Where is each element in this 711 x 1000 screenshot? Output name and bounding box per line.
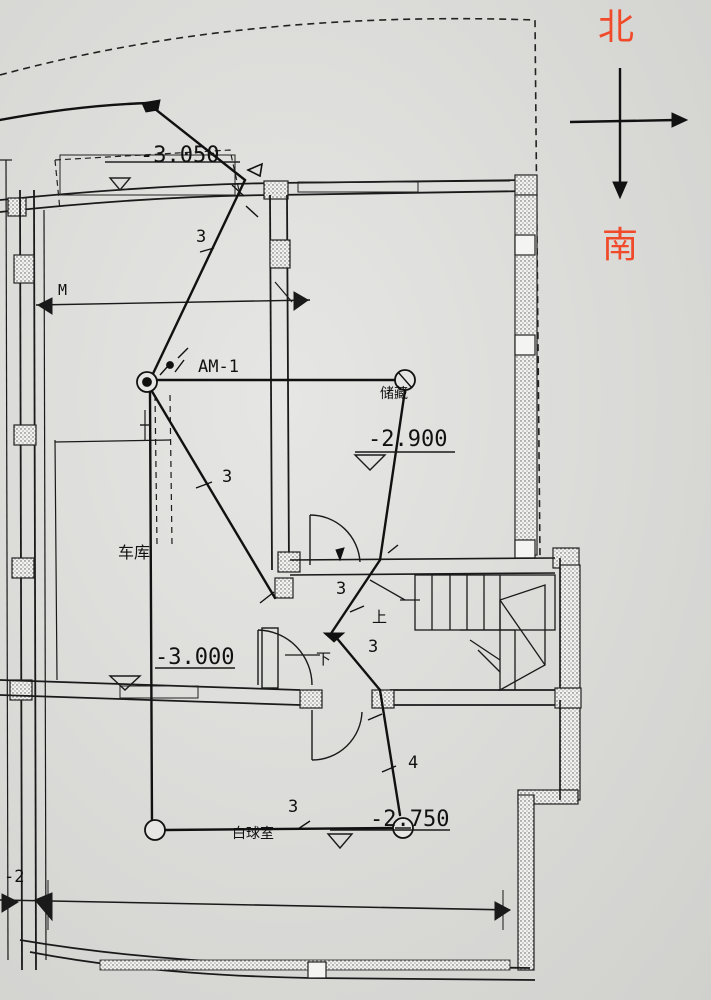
wall-posts-top: [7, 174, 538, 217]
dashed-boundary: [0, 17, 541, 561]
room-lamp-label: 储藏: [380, 386, 408, 402]
interior-posts: [269, 239, 301, 599]
level-stair-hall-label: -2.900: [368, 427, 447, 452]
bottom-window-strip: [99, 959, 511, 971]
level-top-left-label: -3.050: [140, 143, 219, 168]
panel-label: AM-1: [198, 357, 239, 377]
bay-window-frame: [59, 154, 236, 196]
doors: [257, 514, 363, 761]
wiring: [0, 101, 407, 832]
stair-up-label: 上: [372, 608, 387, 626]
right-wall-blocks: [514, 234, 536, 559]
level-triangle-top: [108, 177, 132, 192]
cable-count-c: 3: [336, 579, 346, 599]
room-garage-label: 车库: [118, 543, 150, 562]
staircase: [400, 574, 556, 692]
mark-m-label: M: [58, 281, 67, 299]
cable-count-e: 3: [288, 797, 298, 817]
top-window: [297, 181, 419, 193]
level-marks: [108, 424, 455, 850]
wire-ticks: [159, 184, 399, 830]
left-walls: [0, 159, 47, 971]
cable-count-f: 4: [408, 753, 418, 773]
cable-count-b: 3: [222, 467, 232, 487]
cable-count-a: 3: [196, 227, 206, 247]
dimension-line-bottom: [0, 880, 511, 930]
mark-2-label: -2: [4, 867, 24, 887]
stair-down-label: 下: [316, 650, 331, 668]
middle-walls: [289, 557, 561, 690]
level-bottom-label: -2.750: [370, 807, 449, 832]
wall-lamps: [141, 99, 346, 643]
bottom-post: [307, 961, 327, 979]
middle-curved-wall: [0, 679, 560, 706]
dimension-line-m: [35, 281, 311, 315]
room-bottom-label: 白球室: [232, 825, 274, 842]
middle-window: [119, 685, 199, 699]
north-label: 北: [598, 7, 635, 48]
cable-count-d: 3: [368, 637, 378, 657]
light-fixtures: [136, 361, 416, 841]
bay-window: [54, 149, 241, 211]
south-label: 南: [602, 225, 639, 266]
level-corridor-label: -3.000: [155, 645, 234, 670]
stair-arrows: [285, 579, 406, 656]
compass: [569, 68, 689, 200]
